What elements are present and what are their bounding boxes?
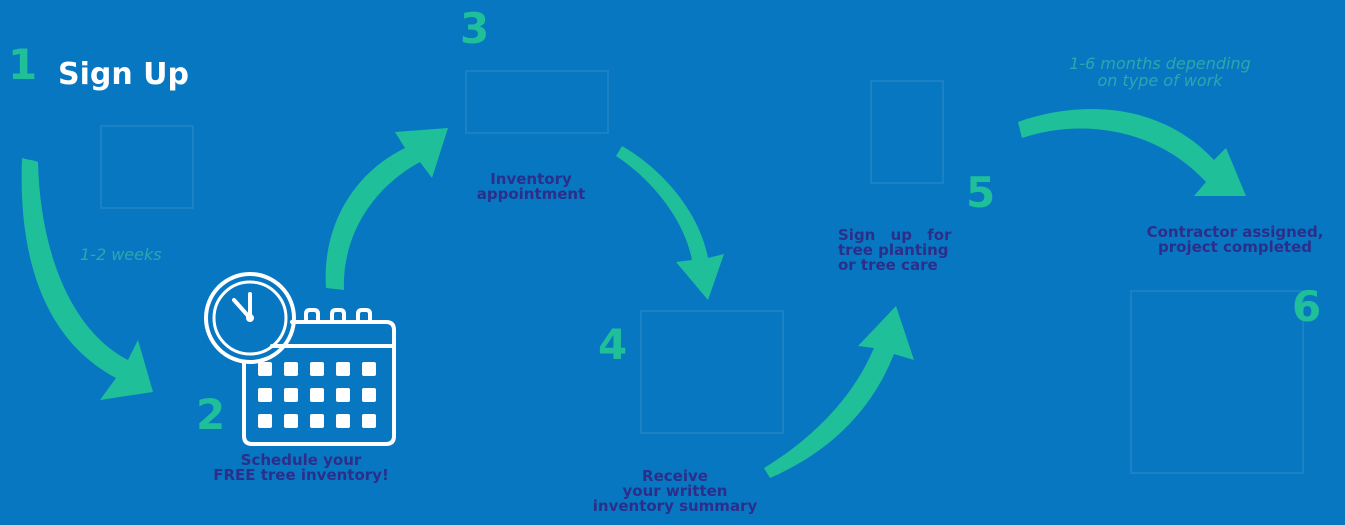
clock-hand-hour — [232, 298, 252, 320]
step-number-3: 3 — [460, 4, 490, 53]
step-label-3: Inventory appointment — [456, 172, 606, 202]
label-line: your written — [622, 482, 728, 500]
arrow-2-to-3 — [325, 128, 448, 290]
calendar-day — [362, 362, 376, 376]
calendar-outline — [242, 320, 396, 446]
arrow-1-to-2 — [21, 158, 153, 400]
label-line: Contractor assigned, — [1146, 223, 1324, 241]
step-number-5: 5 — [966, 168, 996, 217]
clock-inner-ring — [212, 280, 288, 356]
arrow-5-to-6 — [1018, 109, 1246, 196]
calendar-ring — [304, 308, 320, 324]
note-line: on type of work — [1097, 71, 1223, 90]
step-label-6: Contractor assigned, project completed — [1130, 225, 1340, 255]
calendar-day — [362, 414, 376, 428]
duration-note-1-6-months: 1-6 months depending on type of work — [1040, 55, 1280, 89]
step-label-4: Receive your written inventory summary — [590, 469, 760, 514]
calendar-day — [336, 388, 350, 402]
ghost-shape-step6 — [1130, 290, 1304, 474]
label-line: FREE tree inventory! — [213, 466, 389, 484]
step-number-1: 1 — [8, 40, 38, 89]
note-line: 1-6 months depending — [1069, 54, 1251, 73]
calendar-day — [362, 388, 376, 402]
clock-outer-ring — [204, 272, 296, 364]
step-label-2: Schedule your FREE tree inventory! — [196, 453, 406, 483]
calendar-ring — [330, 308, 346, 324]
label-line: appointment — [476, 185, 586, 203]
label-line: Schedule your — [240, 451, 362, 469]
calendar-day — [284, 362, 298, 376]
ghost-shape-step4 — [640, 310, 784, 434]
arrow-4-to-5 — [764, 306, 914, 478]
arrow-3-to-4 — [616, 146, 724, 300]
calendar-day — [284, 414, 298, 428]
step-number-4: 4 — [598, 320, 628, 369]
clock-center — [246, 314, 254, 322]
calendar-day — [310, 362, 324, 376]
step-number-6: 6 — [1292, 282, 1322, 331]
step-number-2: 2 — [196, 390, 226, 439]
duration-note-1-2-weeks: 1-2 weeks — [80, 246, 190, 263]
note-line: 1-2 weeks — [80, 245, 162, 264]
label-line: inventory summary — [592, 497, 758, 515]
page-title: Sign Up — [58, 57, 190, 92]
calendar-day — [336, 362, 350, 376]
ghost-shape-step3 — [465, 70, 609, 134]
calendar-day — [258, 362, 272, 376]
clock-calendar-icon — [204, 272, 396, 446]
label-line: Sign up for — [838, 226, 952, 244]
label-line: tree planting — [838, 241, 949, 259]
calendar-day — [310, 414, 324, 428]
calendar-day — [258, 388, 272, 402]
calendar-day — [258, 414, 272, 428]
calendar-ring — [356, 308, 372, 324]
calendar-day — [310, 388, 324, 402]
label-line: project completed — [1158, 238, 1312, 256]
calendar-day — [284, 388, 298, 402]
ghost-shape-step1 — [100, 125, 194, 209]
ghost-shape-step5 — [870, 80, 944, 184]
step-label-5: Sign up for tree planting or tree care — [838, 228, 958, 273]
calendar-day — [336, 414, 350, 428]
label-line: Inventory — [490, 170, 572, 188]
label-line: Receive — [642, 467, 708, 485]
label-line: or tree care — [838, 256, 938, 274]
